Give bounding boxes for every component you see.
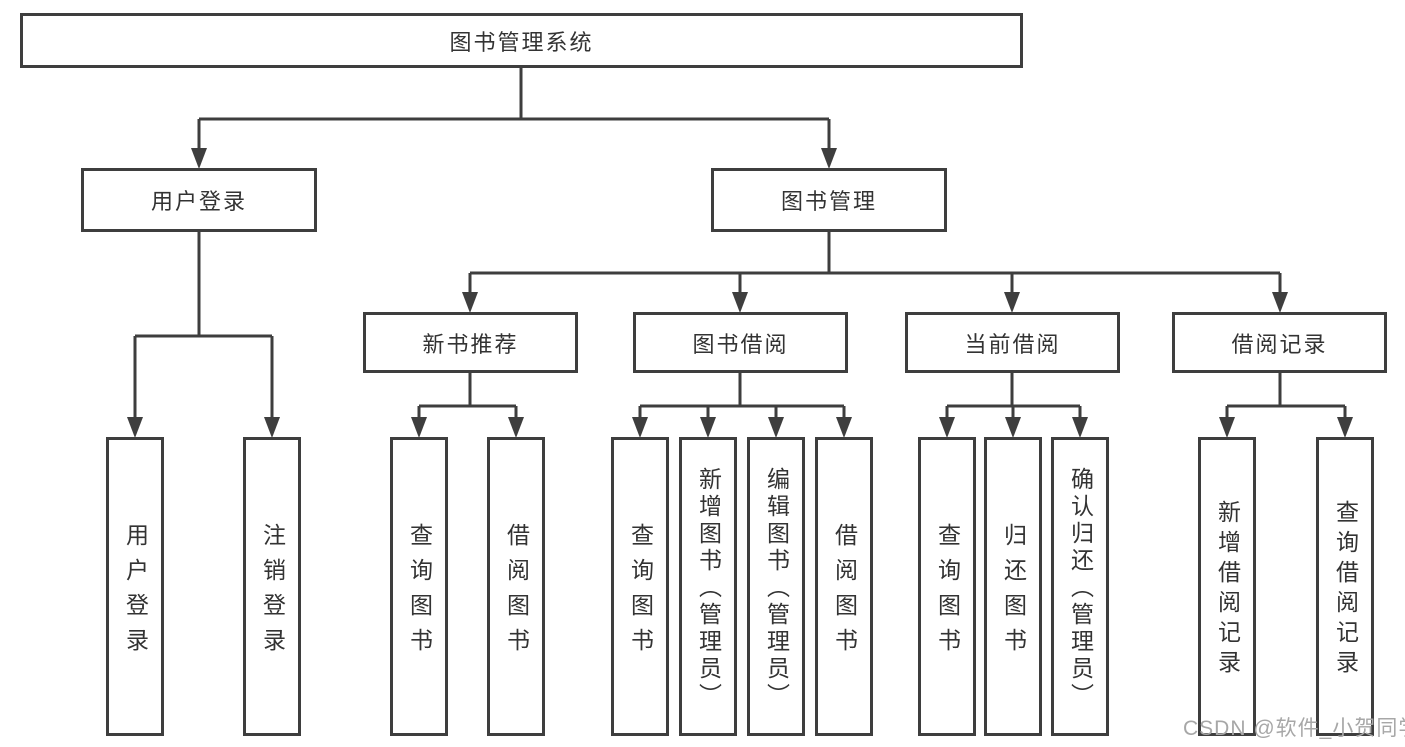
leaf-query-book-rec: 查询图书 <box>390 437 448 736</box>
node-root: 图书管理系统 <box>20 13 1023 68</box>
leaf-confirm-return-admin: 确认归还（管理员） <box>1051 437 1109 736</box>
leaf-edit-book-admin: 编辑图书（管理员） <box>747 437 805 736</box>
leaf-query-book-borrow: 查询图书 <box>611 437 669 736</box>
leaf-user-login: 用户登录 <box>106 437 164 736</box>
leaf-logout: 注销登录 <box>243 437 301 736</box>
leaf-query-book-current: 查询图书 <box>918 437 976 736</box>
csdn-watermark: CSDN @软件_小贺同学 <box>1183 717 1405 740</box>
leaf-add-borrow-record: 新增借阅记录 <box>1198 437 1256 736</box>
leaf-return-book: 归还图书 <box>984 437 1042 736</box>
leaf-borrow-book-rec: 借阅图书 <box>487 437 545 736</box>
node-borrow-records: 借阅记录 <box>1172 312 1387 373</box>
node-book-borrow: 图书借阅 <box>633 312 848 373</box>
node-book-mgmt: 图书管理 <box>711 168 947 232</box>
arrowheads <box>127 148 1353 438</box>
leaf-query-borrow-record: 查询借阅记录 <box>1316 437 1374 736</box>
node-current-borrow: 当前借阅 <box>905 312 1120 373</box>
leaf-add-book-admin: 新增图书（管理员） <box>679 437 737 736</box>
node-user-login: 用户登录 <box>81 168 317 232</box>
leaf-borrow-book-borrow: 借阅图书 <box>815 437 873 736</box>
node-new-book-rec: 新书推荐 <box>363 312 578 373</box>
